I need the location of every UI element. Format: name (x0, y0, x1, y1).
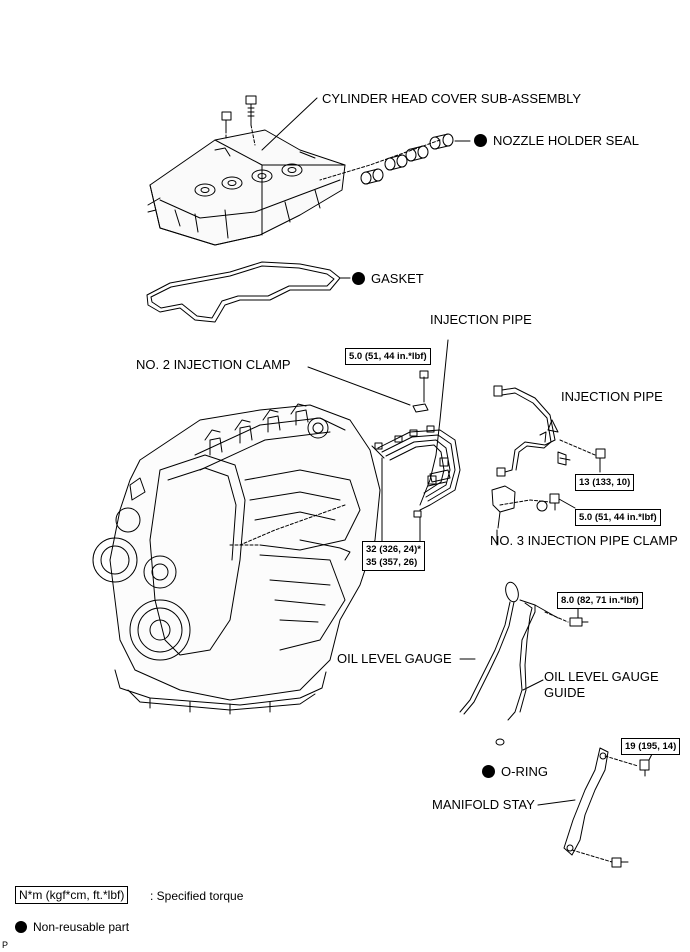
engine-assembly (92, 403, 381, 715)
torque-union-nut: 32 (326, 24)* 35 (357, 26) (362, 541, 425, 571)
o-ring-label: O-RING (501, 764, 548, 779)
injection-pipes-center (371, 339, 461, 518)
oil-level-gauge-guide-label-line1: OIL LEVEL GAUGE (544, 669, 659, 684)
oil-level-gauge (459, 581, 519, 715)
oil-level-gauge-guide (495, 597, 589, 746)
non-reusable-marker-nozzle-seal (474, 134, 487, 147)
injection-pipe-right-label: INJECTION PIPE (561, 389, 663, 404)
torque-injection-pipe-bolt: 13 (133, 10) (575, 474, 635, 491)
non-reusable-marker-gasket (352, 272, 365, 285)
nozzle-holder-seals (319, 133, 471, 185)
cover-gasket (146, 261, 351, 323)
torque-manifold-stay-bolt: 19 (195, 14) (621, 738, 681, 755)
legend-non-reusable-description: Non-reusable part (33, 920, 130, 934)
torque-no3-clamp-bolt: 5.0 (51, 44 in.*lbf) (575, 509, 661, 526)
manifold-stay-label: MANIFOLD STAY (432, 797, 535, 812)
oil-level-gauge-guide-label-line2: GUIDE (544, 685, 586, 700)
torque-union-nut-line2: 35 (357, 26) (366, 557, 418, 568)
manifold-stay (563, 747, 654, 868)
torque-no2-clamp-bolt: 5.0 (51, 44 in.*lbf) (345, 348, 431, 365)
gasket-label: GASKET (371, 271, 424, 286)
legend-torque-unit-box: N*m (kgf*cm, ft.*lbf) (15, 886, 129, 904)
legend-non-reusable-marker (15, 921, 27, 933)
corner-mark: P (2, 940, 9, 950)
torque-union-nut-line1: 32 (326, 24)* (366, 544, 421, 555)
no3-injection-pipe-clamp (491, 485, 576, 529)
cylinder-head-cover-sub-assembly (147, 129, 346, 246)
cylinder-head-cover-label: CYLINDER HEAD COVER SUB-ASSEMBLY (322, 91, 582, 106)
injection-pipe-right (493, 385, 559, 477)
nozzle-holder-seal-label: NOZZLE HOLDER SEAL (493, 133, 639, 148)
no2-injection-clamp-label: NO. 2 INJECTION CLAMP (136, 357, 291, 372)
injection-pipe-top-label: INJECTION PIPE (430, 312, 532, 327)
oil-level-gauge-label: OIL LEVEL GAUGE (337, 651, 452, 666)
no3-injection-pipe-clamp-label: NO. 3 INJECTION PIPE CLAMP (490, 533, 678, 548)
torque-gauge-guide-bolt: 8.0 (82, 71 in.*lbf) (557, 592, 643, 609)
legend-torque-description: : Specified torque (150, 889, 244, 903)
non-reusable-marker-o-ring (482, 765, 495, 778)
injection-pipe-bolts (557, 439, 606, 473)
cover-bolts (221, 95, 257, 146)
